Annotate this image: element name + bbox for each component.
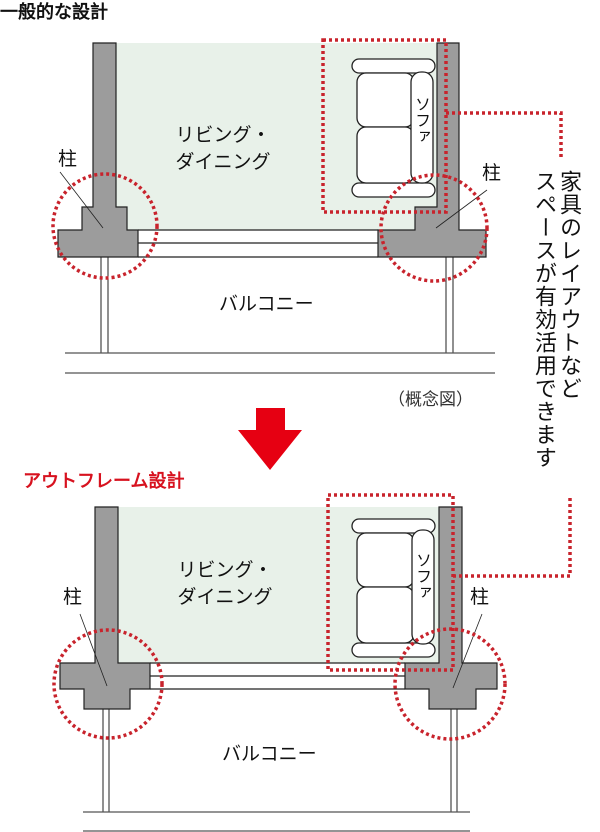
- window-frame: [150, 662, 405, 690]
- concept-note: （概念図）: [388, 390, 473, 410]
- left-wall-pillar: [59, 506, 151, 710]
- callout-line1: 家具のレイアウトなど: [556, 170, 581, 400]
- down-arrow-icon: [238, 408, 302, 470]
- sofa-icon: [351, 518, 436, 658]
- top-pillar-left-label: 柱: [58, 148, 78, 170]
- top-pillar-right-label: 柱: [482, 162, 502, 184]
- bottom-room-label: リビング・ ダイニング: [165, 557, 285, 611]
- top-sofa-label: ソファ: [412, 96, 431, 144]
- bottom-pillar-left-label: 柱: [63, 586, 83, 608]
- highlight-marks: [52, 493, 572, 741]
- highlight-marks: [51, 38, 563, 283]
- window-frame: [138, 229, 378, 258]
- top-plan: [51, 38, 563, 374]
- top-title: 一般的な設計: [0, 2, 108, 23]
- left-wall-pillar: [57, 42, 139, 258]
- leader-line: [79, 613, 108, 687]
- bottom-pillar-right-label: 柱: [470, 586, 490, 608]
- right-wall-pillar: [377, 42, 487, 258]
- leader-line: [59, 171, 104, 229]
- top-room-label: リビング・ ダイニング: [163, 122, 283, 176]
- bottom-plan: [52, 493, 572, 832]
- room-label-line2: ダイニング: [177, 586, 273, 608]
- bottom-balcony-label: バルコニー: [222, 743, 317, 765]
- room-label-line1: リビング・: [177, 559, 273, 581]
- bottom-title: アウトフレーム設計: [23, 471, 185, 492]
- room-label-line1: リビング・: [175, 124, 271, 146]
- sofa-icon: [351, 58, 436, 198]
- leader-line: [435, 189, 488, 229]
- callout-line2: スペースが有効活用できます: [531, 170, 556, 469]
- room-label-line2: ダイニング: [175, 151, 271, 173]
- right-wall-pillar: [404, 506, 498, 710]
- leader-line: [452, 613, 483, 689]
- top-balcony-label: バルコニー: [219, 293, 314, 315]
- bottom-sofa-label: ソファ: [413, 552, 432, 600]
